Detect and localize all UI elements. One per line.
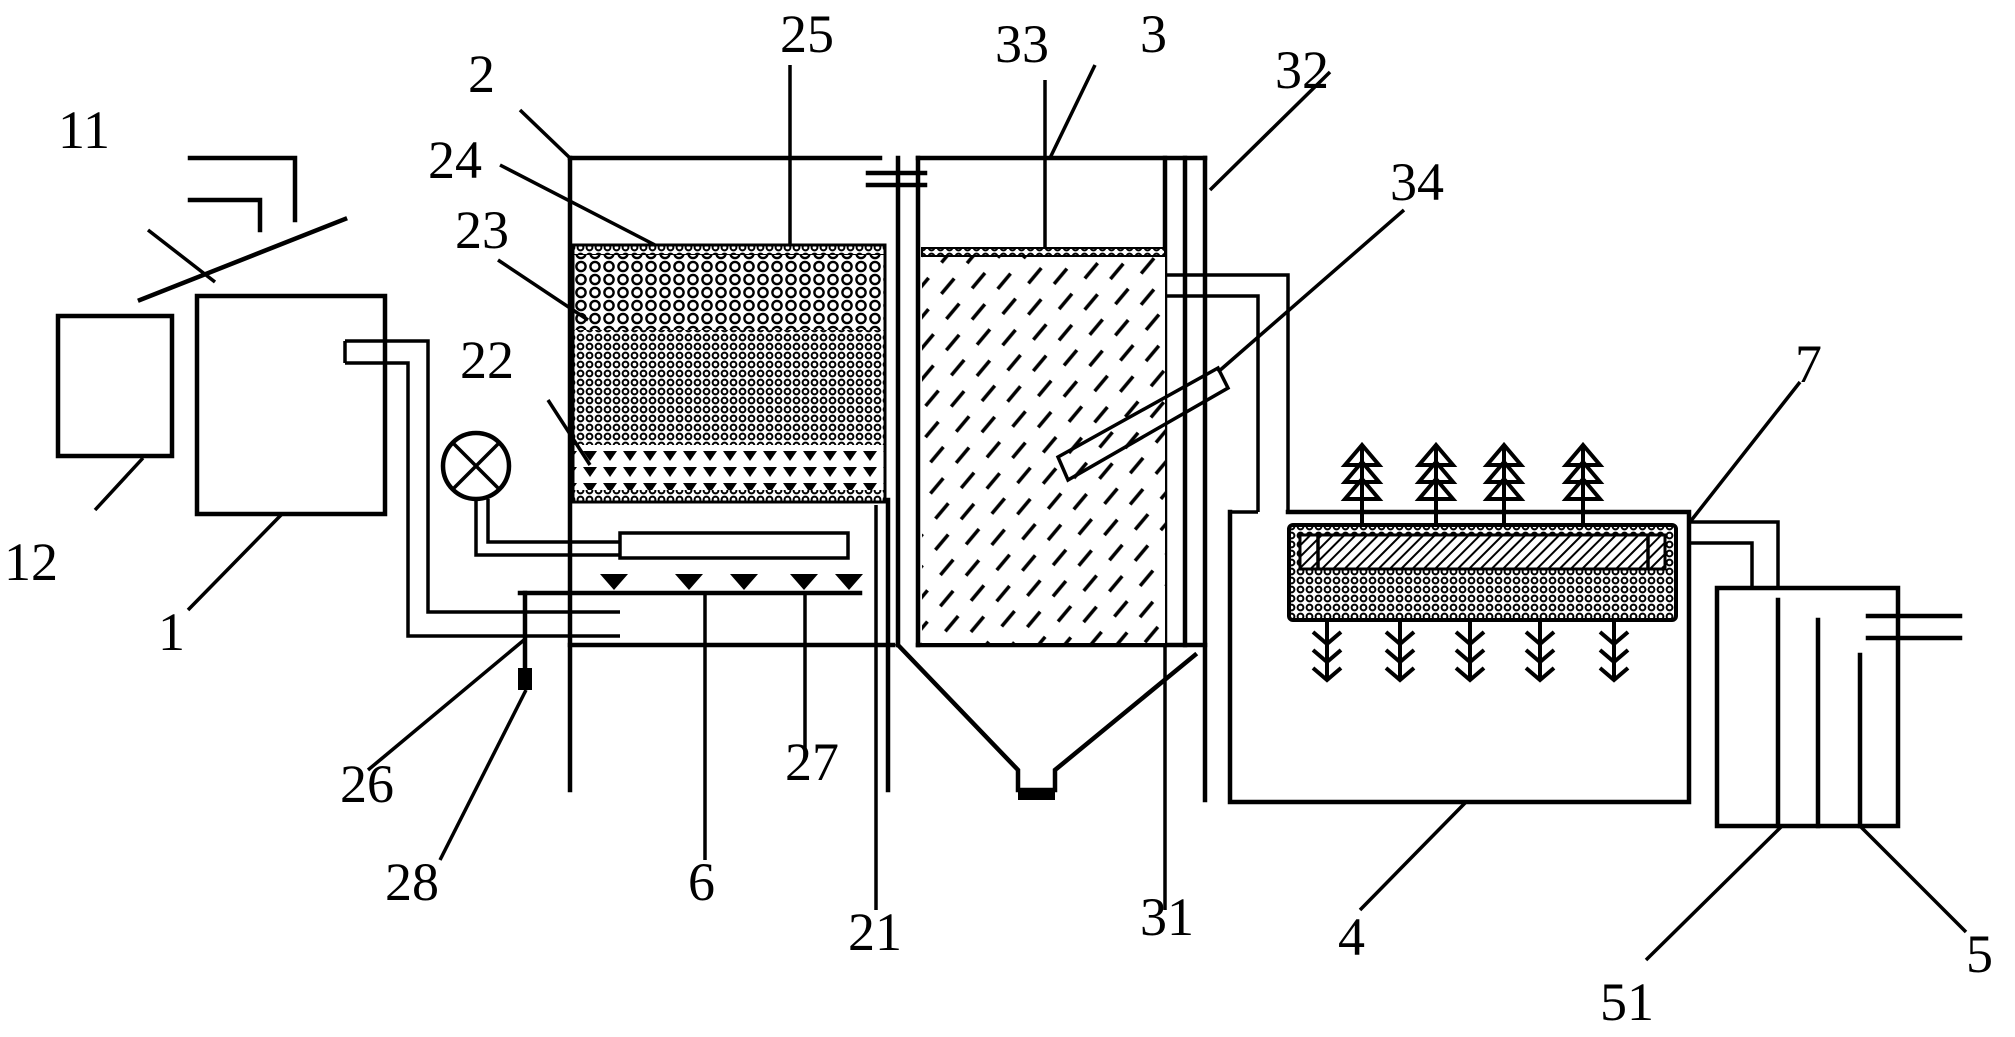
plant-icon — [1340, 441, 1605, 525]
label-21: 21 — [848, 902, 902, 962]
outlet-pipe-31 — [1165, 273, 1290, 512]
label-11: 11 — [58, 100, 110, 160]
collection-tank-1 — [194, 293, 388, 517]
label-34: 34 — [1390, 152, 1444, 212]
controller-box-12 — [55, 313, 175, 459]
air-blower — [440, 430, 620, 557]
aeration-header — [618, 531, 850, 560]
media-layer-24 — [573, 255, 885, 330]
label-6: 6 — [688, 852, 715, 912]
label-5: 5 — [1966, 924, 1993, 984]
label-22: 22 — [460, 330, 514, 390]
label-1: 1 — [158, 602, 185, 662]
label-27: 27 — [785, 732, 839, 792]
probe-34 — [1055, 365, 1231, 483]
label-26: 26 — [340, 754, 394, 814]
label-24: 24 — [428, 130, 482, 190]
clear-water-tank-5 — [1714, 585, 1963, 829]
planting-bed-7 — [1287, 523, 1678, 622]
label-2: 2 — [468, 44, 495, 104]
leader-lines — [93, 64, 1968, 962]
wetland-tank-4 — [1227, 509, 1692, 805]
label-28: 28 — [385, 852, 439, 912]
label-4: 4 — [1338, 907, 1365, 967]
label-7: 7 — [1795, 334, 1822, 394]
media-layer-23 — [573, 330, 885, 445]
partition-wall-21 — [865, 155, 928, 648]
label-32: 32 — [1275, 40, 1329, 100]
wetland-outlet-pipe — [1689, 520, 1780, 588]
label-12: 12 — [4, 532, 58, 592]
label-23: 23 — [455, 200, 509, 260]
root-icon — [1311, 620, 1630, 683]
media-layer-22 — [571, 243, 887, 504]
solar-panel-11 — [137, 155, 348, 303]
valve-28 — [518, 668, 532, 690]
sludge-hopper — [894, 641, 1199, 800]
label-3: 3 — [1140, 4, 1167, 64]
reactor-tank-2 — [567, 155, 896, 793]
label-51: 51 — [1600, 972, 1654, 1032]
label-31: 31 — [1140, 887, 1194, 947]
label-33: 33 — [995, 14, 1049, 74]
label-25: 25 — [780, 4, 834, 64]
